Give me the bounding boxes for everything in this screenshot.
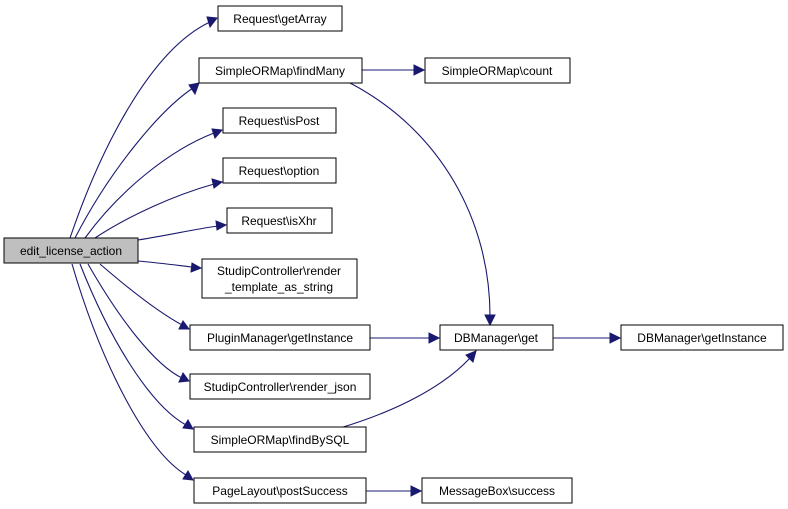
node-label-render-json: StudipController\render_json — [204, 380, 357, 394]
arrow-findmany — [188, 82, 200, 96]
node-label-pluginmanager-getinstance: PluginManager\getInstance — [207, 331, 353, 345]
edge-findmany-to-dbget — [349, 82, 491, 317]
node-label-simpleormap-findbysql: SimpleORMap\findBySQL — [211, 433, 350, 447]
node-label-request-isxhr: Request\isXhr — [241, 214, 316, 228]
node-label-render-template-line1: StudipController\render — [217, 264, 341, 278]
node-dbmanager-getinstance[interactable]: DBManager\getInstance — [620, 324, 784, 351]
edge-root-to-pluginmanager — [99, 263, 183, 326]
edge-findbysql-to-dbget — [339, 357, 471, 429]
edge-root-to-findmany — [74, 87, 194, 239]
node-simpleormap-findbysql[interactable]: SimpleORMap\findBySQL — [193, 426, 367, 453]
arrow-findbysql — [182, 419, 194, 430]
arrow-dbgetinstance — [609, 332, 622, 344]
node-studipcontroller-render-json[interactable]: StudipController\render_json — [189, 373, 371, 400]
arrow-postsuccess — [182, 470, 194, 481]
node-label-messagebox-success: MessageBox\success — [439, 484, 555, 498]
node-label-render-template-line2: _template_as_string — [224, 280, 333, 294]
node-label-dbmanager-getinstance: DBManager\getInstance — [637, 331, 767, 345]
node-label-request-option: Request\option — [239, 164, 320, 178]
node-edit-license-action[interactable]: edit_license_action — [3, 237, 139, 264]
node-request-getarray[interactable]: Request\getArray — [217, 5, 343, 32]
node-label-simpleormap-count: SimpleORMap\count — [442, 64, 553, 78]
node-label-request-getarray: Request\getArray — [233, 12, 326, 26]
node-messagebox-success[interactable]: MessageBox\success — [421, 477, 573, 504]
node-dbmanager-get[interactable]: DBManager\get — [439, 324, 554, 351]
arrow-request-getarray — [206, 16, 218, 29]
edge-root-to-render-json — [87, 263, 183, 379]
node-label-dbmanager-get: DBManager\get — [454, 331, 539, 345]
node-simpleormap-findmany[interactable]: SimpleORMap\findMany — [198, 57, 363, 84]
arrow-messagebox — [410, 485, 423, 497]
node-request-option[interactable]: Request\option — [222, 157, 337, 184]
arrow-render-template — [190, 262, 203, 273]
edge-root-to-postsuccess — [71, 263, 187, 476]
node-label-pagelayout-postsuccess: PageLayout\postSuccess — [212, 484, 347, 498]
arrow-dbget-from-findmany — [484, 314, 496, 327]
arrow-ispost — [211, 128, 224, 139]
edge-root-to-request-getarray — [69, 21, 211, 239]
arrow-option — [211, 178, 224, 189]
node-request-ispost[interactable]: Request\isPost — [222, 107, 337, 134]
node-label-simpleormap-findmany: SimpleORMap\findMany — [215, 64, 345, 78]
node-label-edit-license-action: edit_license_action — [20, 244, 122, 258]
node-pluginmanager-getinstance[interactable]: PluginManager\getInstance — [189, 324, 371, 351]
node-label-request-ispost: Request\isPost — [239, 114, 320, 128]
arrow-dbget-from-findbysql — [465, 350, 477, 363]
arrow-dbget-from-pluginmanager — [428, 332, 441, 344]
edge-root-to-render-template — [137, 260, 193, 268]
edge-root-to-option — [94, 183, 215, 239]
node-pagelayout-postsuccess[interactable]: PageLayout\postSuccess — [193, 477, 367, 504]
arrow-render-json — [178, 372, 190, 383]
node-request-isxhr[interactable]: Request\isXhr — [226, 207, 333, 234]
nodes: edit_license_action Request\getArray Sim… — [3, 5, 784, 504]
arrow-pluginmanager — [178, 320, 190, 330]
edges — [69, 16, 622, 497]
edge-root-to-isxhr — [137, 225, 219, 241]
arrow-isxhr — [215, 220, 228, 231]
edge-root-to-findbysql — [79, 263, 187, 426]
node-simpleormap-count[interactable]: SimpleORMap\count — [424, 57, 571, 84]
edge-root-to-ispost — [84, 132, 215, 239]
arrow-count — [413, 64, 426, 76]
node-studipcontroller-render-template[interactable]: StudipController\render _template_as_str… — [201, 258, 358, 299]
